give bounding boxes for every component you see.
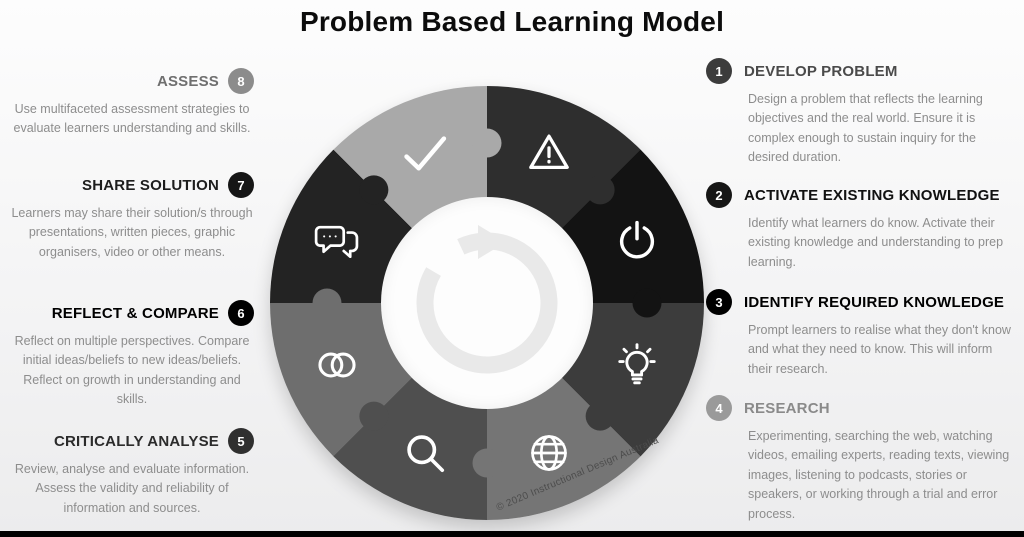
step-research: 4 RESEARCH Experimenting, searching the …	[706, 395, 1018, 524]
step-critically-analyse: CRITICALLY ANALYSE 5 Review, analyse and…	[10, 428, 254, 518]
step-body: Learners may share their solution/s thro…	[11, 206, 253, 259]
page-title: Problem Based Learning Model	[299, 6, 725, 37]
step-number-badge: 4	[706, 395, 732, 421]
step-heading: IDENTIFY REQUIRED KNOWLEDGE	[744, 293, 1005, 311]
step-body: Design a problem that reflects the learn…	[748, 92, 983, 165]
lightbulb-icon	[614, 342, 660, 388]
step-assess: ASSESS 8 Use multifaceted assessment str…	[10, 68, 254, 139]
step-develop-problem: 1 DEVELOP PROBLEM Design a problem that …	[706, 58, 1018, 168]
step-heading: CRITICALLY ANALYSE	[53, 432, 219, 450]
puzzle-wheel	[270, 86, 704, 520]
step-number-badge: 2	[706, 182, 732, 208]
power-icon	[614, 218, 660, 264]
step-number-badge: 5	[228, 428, 254, 454]
step-number-badge: 6	[228, 300, 254, 326]
chat-bubbles-icon	[314, 218, 360, 264]
step-heading: ASSESS	[156, 72, 219, 90]
step-number-badge: 7	[228, 172, 254, 198]
step-body: Review, analyse and evaluate information…	[14, 462, 250, 515]
step-heading: ACTIVATE EXISTING KNOWLEDGE	[744, 186, 1000, 204]
puzzle-knob	[632, 288, 662, 318]
step-number-badge: 8	[228, 68, 254, 94]
step-heading: DEVELOP PROBLEM	[744, 62, 898, 80]
warning-icon	[526, 130, 572, 176]
puzzle-knob	[472, 448, 502, 478]
globe-icon	[526, 430, 572, 476]
puzzle-knob	[312, 288, 342, 318]
overlapping-circles-icon	[314, 342, 360, 388]
step-body: Experimenting, searching the web, watchi…	[748, 429, 1010, 521]
step-body: Use multifaceted assessment strategies t…	[13, 102, 251, 136]
step-heading: REFLECT & COMPARE	[51, 304, 219, 322]
step-share-solution: SHARE SOLUTION 7 Learners may share thei…	[10, 172, 254, 262]
step-heading: RESEARCH	[744, 399, 830, 417]
step-body: Prompt learners to realise what they don…	[748, 323, 1011, 376]
step-body: Reflect on multiple perspectives. Compar…	[14, 334, 250, 407]
step-heading: SHARE SOLUTION	[82, 176, 219, 194]
step-activate-existing-knowledge: 2 ACTIVATE EXISTING KNOWLEDGE Identify w…	[706, 182, 1018, 272]
step-number-badge: 3	[706, 289, 732, 315]
wheel-center	[381, 197, 593, 409]
cycle-arrow-icon	[416, 225, 558, 374]
step-identify-required-knowledge: 3 IDENTIFY REQUIRED KNOWLEDGE Prompt lea…	[706, 289, 1018, 379]
search-icon	[402, 430, 448, 476]
puzzle-knob	[472, 128, 502, 158]
step-reflect-compare: REFLECT & COMPARE 6 Reflect on multiple …	[10, 300, 254, 410]
bottom-border	[0, 531, 1024, 537]
step-number-badge: 1	[706, 58, 732, 84]
step-body: Identify what learners do know. Activate…	[748, 216, 1004, 269]
check-icon	[398, 126, 452, 180]
